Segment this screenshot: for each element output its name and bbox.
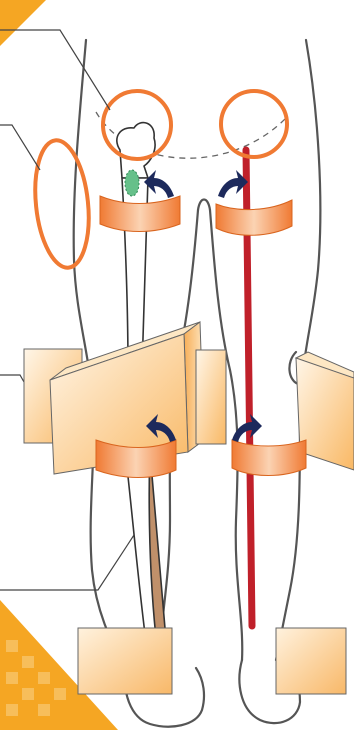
femur-head bbox=[117, 123, 155, 178]
right-foot-block bbox=[276, 628, 346, 694]
rotation-band-right-thigh bbox=[216, 200, 292, 235]
right-leg-outer-outline bbox=[276, 40, 320, 660]
curved-arrow-icon-1 bbox=[144, 170, 174, 198]
hip-joint-marker bbox=[125, 170, 139, 196]
leader-line-1 bbox=[0, 30, 110, 110]
right-hip-highlight-circle bbox=[221, 91, 287, 157]
thigh-highlight-ellipse bbox=[29, 138, 94, 271]
leader-line-4 bbox=[0, 535, 134, 590]
leader-line-2 bbox=[0, 125, 40, 170]
left-knee-block bbox=[196, 350, 226, 444]
crotch-outline bbox=[198, 200, 210, 211]
leader-lines bbox=[0, 30, 134, 590]
corner-decoration-top bbox=[0, 0, 46, 46]
left-foot-block bbox=[78, 628, 172, 694]
rotation-band-right-shin bbox=[232, 440, 306, 476]
